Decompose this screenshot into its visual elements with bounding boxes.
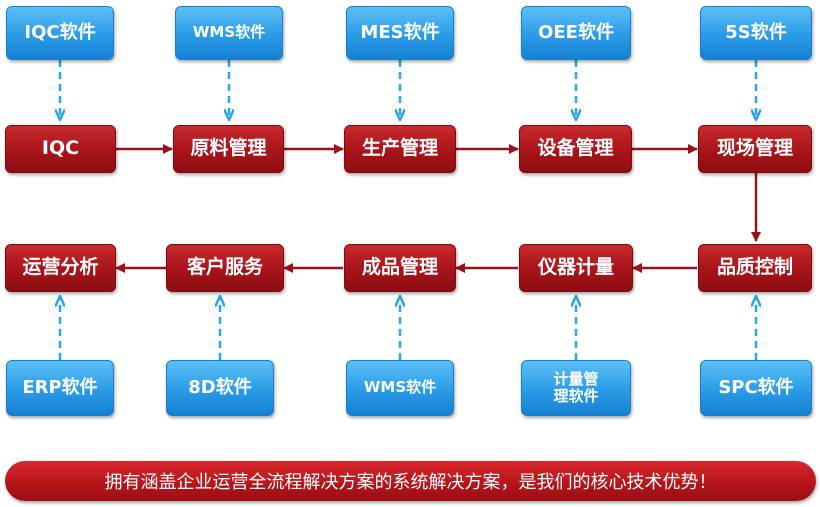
advantage-banner: 拥有涵盖企业运营全流程解决方案的系统解决方案，是我们的核心技术优势！ <box>5 461 816 501</box>
customer-service-box: 客户服务 <box>166 244 284 292</box>
production-mgmt-box: 生产管理 <box>344 125 456 173</box>
finished-goods-mgmt-box: 成品管理 <box>344 244 456 292</box>
metrology-software-box: 计量管 理软件 <box>521 360 631 416</box>
equipment-mgmt-box: 设备管理 <box>519 125 632 173</box>
erp-software-box: ERP软件 <box>6 360 114 416</box>
oee-software-box: OEE软件 <box>521 6 631 60</box>
site-mgmt-box: 现场管理 <box>698 125 812 173</box>
8d-software-box: 8D软件 <box>166 360 274 416</box>
5s-software-box: 5S软件 <box>700 6 812 60</box>
wms-software-bottom-box: WMS软件 <box>346 360 454 416</box>
quality-control-box: 品质控制 <box>698 244 812 292</box>
raw-material-mgmt-box: 原料管理 <box>173 125 284 173</box>
instrument-metrology-box: 仪器计量 <box>519 244 633 292</box>
spc-software-box: SPC软件 <box>700 360 812 416</box>
iqc-software-box: IQC软件 <box>6 6 114 60</box>
wms-software-top-box: WMS软件 <box>175 6 283 60</box>
iqc-process-box: IQC <box>5 125 116 173</box>
mes-software-box: MES软件 <box>346 6 454 60</box>
operations-analysis-box: 运营分析 <box>5 244 116 292</box>
